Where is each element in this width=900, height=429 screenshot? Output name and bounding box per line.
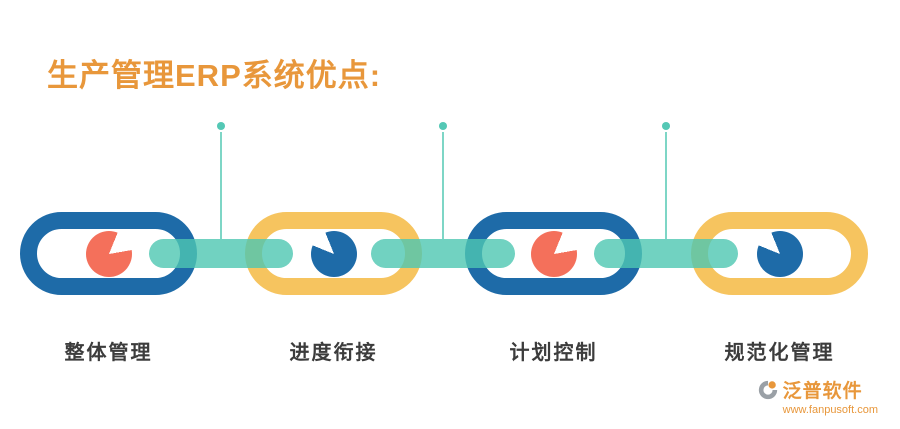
link-label: 进度衔接: [289, 342, 378, 364]
connector-line: [662, 122, 670, 239]
chain-link-standardized-management: [691, 212, 868, 295]
chain-connector-bar: [594, 239, 738, 268]
brand-watermark: 泛普软件 www.fanpusoft.com: [757, 376, 878, 416]
connector-line: [217, 122, 225, 239]
chain-connector-bar: [149, 239, 293, 268]
connector-dot-icon: [439, 122, 447, 130]
brand-row: 泛普软件: [757, 376, 878, 403]
brand-url: www.fanpusoft.com: [782, 404, 878, 416]
brand-name: 泛普软件: [782, 381, 863, 402]
page-title: 生产管理ERP系统优点:: [47, 58, 382, 93]
connector-line: [439, 122, 447, 239]
pie-chart-icon: [85, 230, 132, 277]
chain-connector-bar: [371, 239, 515, 268]
link-label: 计划控制: [509, 342, 598, 364]
fanpu-logo-icon: [757, 379, 779, 401]
pie-chart-icon: [530, 230, 577, 277]
connector-dot-icon: [217, 122, 225, 130]
link-label: 整体管理: [64, 342, 153, 364]
pie-chart-icon: [756, 230, 803, 277]
connector-dot-icon: [662, 122, 670, 130]
link-label: 规范化管理: [724, 342, 835, 364]
pie-chart-icon: [310, 230, 357, 277]
